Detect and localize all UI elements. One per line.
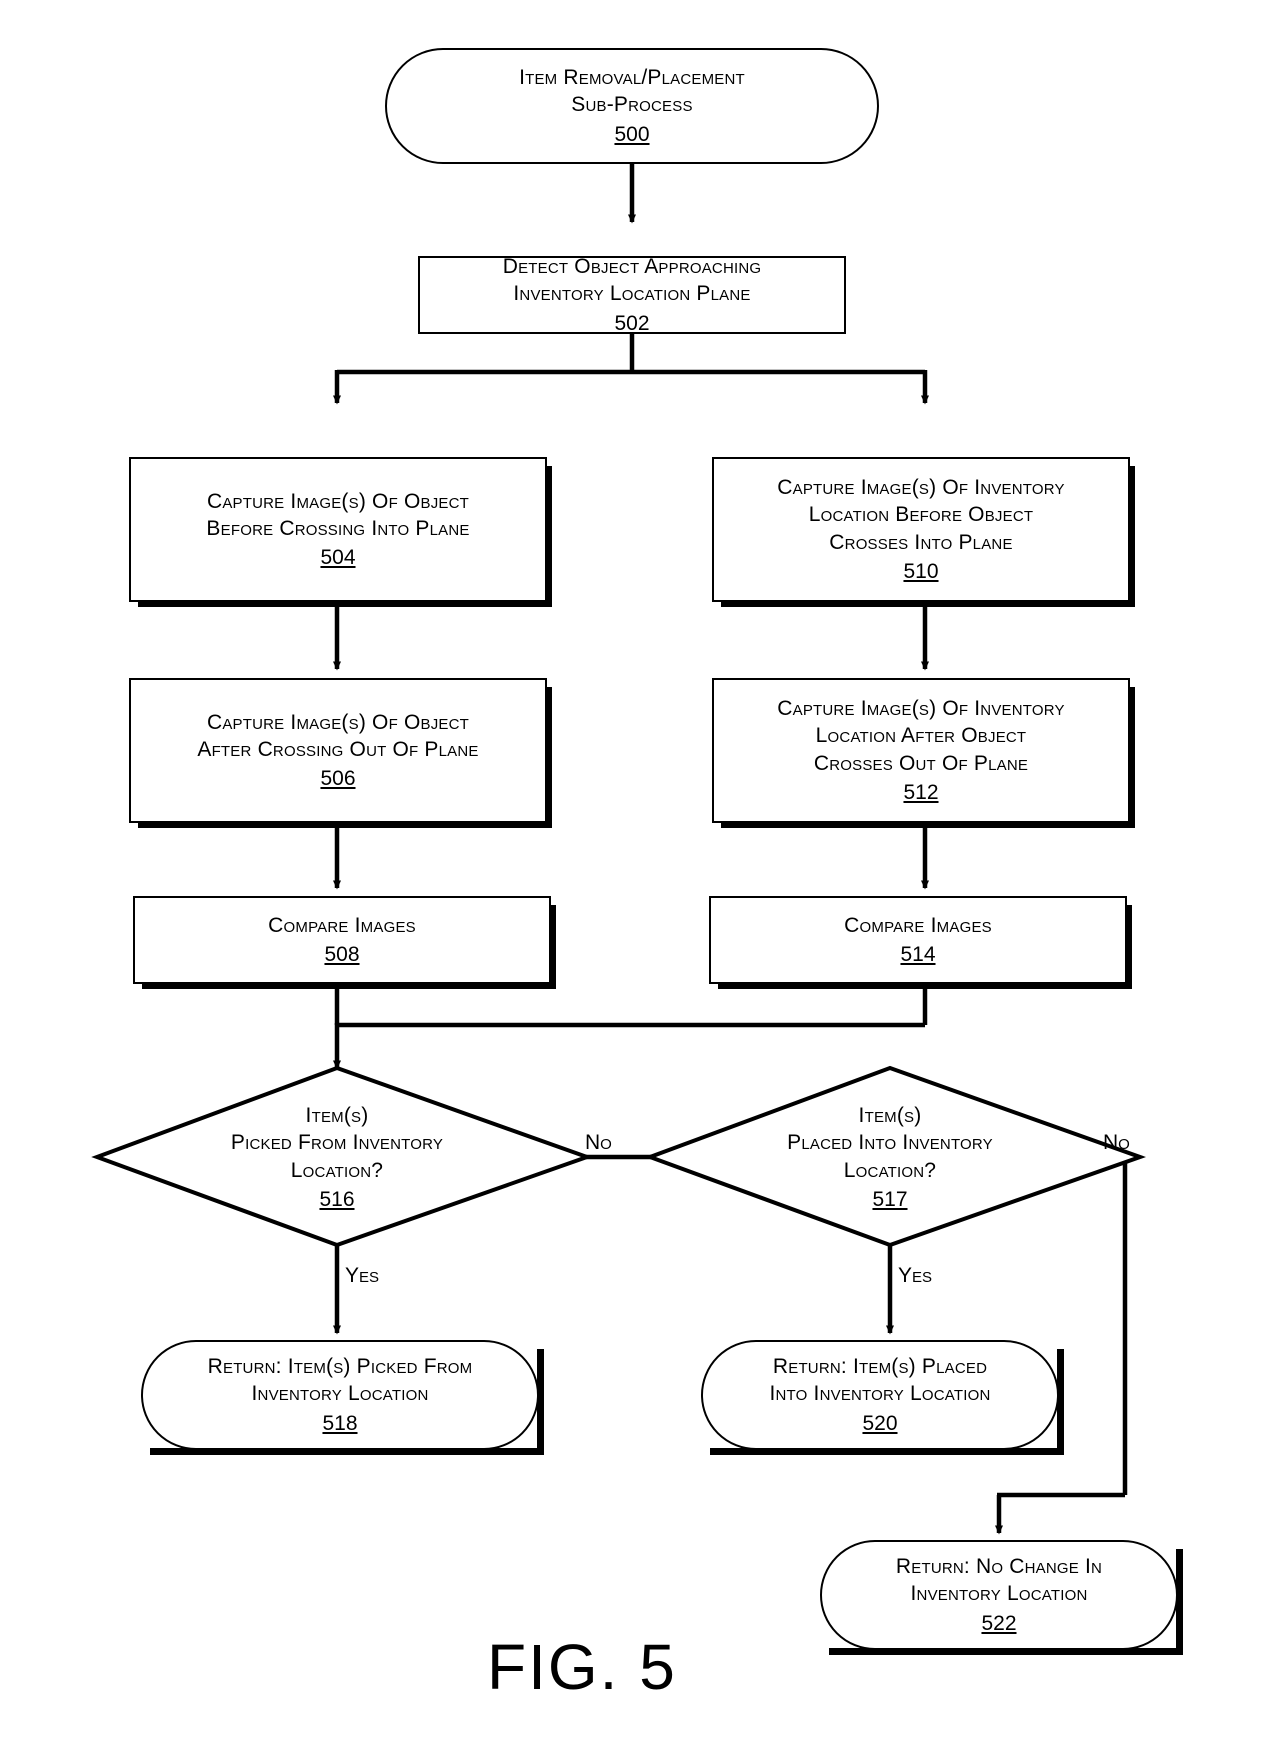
node-detect-502[interactable]: Detect Object Approaching Inventory Loca… [418, 255, 846, 335]
node-compare-508-number: 508 [324, 943, 360, 966]
decision-517-shape [644, 1065, 1146, 1248]
node-compare-514[interactable]: Compare Images 514 [709, 896, 1132, 989]
decision-516-shape [91, 1065, 593, 1248]
node-capture-512[interactable]: Capture Image(s) Of Inventory Location A… [712, 678, 1135, 828]
node-capture-506[interactable]: Capture Image(s) Of Object After Crossin… [129, 678, 552, 828]
node-return-518[interactable]: Return: Item(s) Picked From Inventory Lo… [141, 1340, 544, 1455]
edge-label-no-516: No [585, 1131, 612, 1154]
node-detect-502-number: 502 [614, 311, 650, 335]
node-start-500[interactable]: Item Removal/Placement Sub-Process 500 [385, 48, 879, 164]
node-compare-508-text: Compare Images [268, 913, 416, 937]
node-compare-508[interactable]: Compare Images 508 [133, 896, 556, 989]
node-return-520[interactable]: Return: Item(s) Placed Into Inventory Lo… [701, 1340, 1064, 1455]
node-return-518-number: 518 [322, 1411, 358, 1435]
node-capture-510-number: 510 [903, 559, 939, 583]
node-capture-510[interactable]: Capture Image(s) Of Inventory Location B… [712, 457, 1135, 607]
node-start-500-text: Item Removal/Placement Sub-Process [519, 66, 745, 117]
node-return-522[interactable]: Return: No Change In Inventory Location … [820, 1540, 1183, 1655]
node-start-500-number: 500 [614, 122, 650, 146]
node-capture-510-text: Capture Image(s) Of Inventory Location B… [777, 475, 1065, 554]
node-return-520-text: Return: Item(s) Placed Into Inventory Lo… [769, 1355, 991, 1406]
node-capture-512-number: 512 [903, 780, 939, 804]
node-capture-506-text: Capture Image(s) Of Object After Crossin… [197, 710, 479, 761]
edge-label-yes-516: Yes [345, 1264, 380, 1287]
node-capture-504-number: 504 [320, 546, 356, 570]
node-return-522-number: 522 [981, 1611, 1017, 1635]
node-compare-514-number: 514 [900, 943, 936, 966]
node-return-518-text: Return: Item(s) Picked From Inventory Lo… [207, 1355, 473, 1406]
node-capture-504-text: Capture Image(s) Of Object Before Crossi… [206, 489, 470, 540]
node-detect-502-text: Detect Object Approaching Inventory Loca… [502, 255, 762, 306]
node-return-522-text: Return: No Change In Inventory Location [895, 1555, 1103, 1606]
node-capture-504[interactable]: Capture Image(s) Of Object Before Crossi… [129, 457, 552, 607]
edge-label-no-517: No [1103, 1131, 1130, 1154]
node-capture-512-text: Capture Image(s) Of Inventory Location A… [777, 696, 1065, 775]
figure-caption: FIG. 5 [487, 1631, 677, 1703]
node-compare-514-text: Compare Images [844, 913, 992, 937]
node-capture-506-number: 506 [320, 767, 356, 791]
edge-label-yes-517: Yes [898, 1264, 933, 1287]
node-return-520-number: 520 [862, 1411, 898, 1435]
